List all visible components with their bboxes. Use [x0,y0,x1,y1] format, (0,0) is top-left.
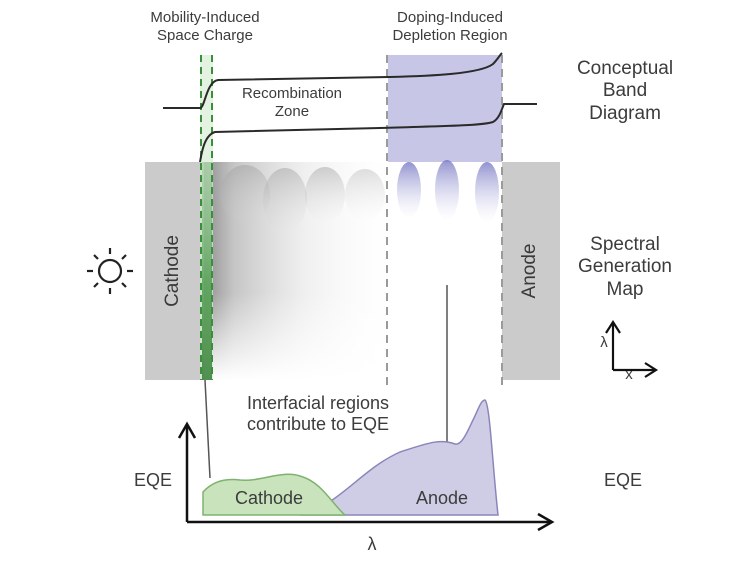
anode-electrode [502,162,560,380]
spectral-label-line2: Generation [577,256,672,278]
generation-map [204,160,499,380]
lambda-axis-label: λ [367,534,377,554]
sun-icon [87,248,133,294]
space-charge-strip-dark [202,162,212,380]
band-diagram-label: Conceptual Band Diagram [555,58,695,125]
eqe-left-label: EQE [133,470,172,490]
recombination-label-line1: Recombination [241,85,343,102]
anode-electrode-label: Anode [519,243,540,299]
mobility-label-line2: Space Charge [157,26,253,44]
valence-band-curve [199,103,537,163]
doping-label: Doping-Induced Depletion Region [370,9,530,44]
cathode-electrode-label: Cathode [162,235,183,307]
eqe-anode-label: Anode [415,488,469,508]
eqe-x-axis-arrowhead [537,512,555,532]
eqe-cathode-area [202,473,348,516]
mobility-label-line1: Mobility-Induced [150,9,260,26]
depletion-region-fill [388,55,502,162]
anode-generation-blob [397,162,421,218]
band-label-line1: Conceptual [576,58,674,79]
interfacial-label-line1: Interfacial regions [246,393,390,413]
axes-icon-x-label: x [625,366,633,383]
band-label-line3: Diagram [589,102,661,124]
spectral-label-line3: Map [606,278,644,300]
cathode-electrode [145,162,204,380]
doping-label-line2: Depletion Region [392,26,508,44]
eqe-anode-area [299,399,499,516]
axes-icon-y-label: λ [600,334,608,351]
interfacial-label: Interfacial regions contribute to EQE [218,393,418,435]
conduction-band-curve [163,52,503,109]
recombination-label-line2: Zone [274,102,310,120]
recombination-label: Recombination Zone [232,85,352,120]
cathode-connector-line [204,379,211,479]
anode-generation-blob [435,160,459,220]
eqe-cathode-label: Cathode [234,488,304,508]
mobility-label: Mobility-Induced Space Charge [125,9,285,44]
eqe-right-label: EQE [603,470,642,490]
spectral-label-line1: Spectral [590,234,660,255]
doping-label-line1: Doping-Induced [397,9,503,26]
spectral-map-label: Spectral Generation Map [555,234,695,301]
band-label-line2: Band [602,80,648,102]
anode-generation-blob [475,162,499,222]
xy-axes-icon [605,319,659,378]
interfacial-label-line2: contribute to EQE [246,414,390,435]
eqe-y-axis-arrowhead [177,421,197,439]
